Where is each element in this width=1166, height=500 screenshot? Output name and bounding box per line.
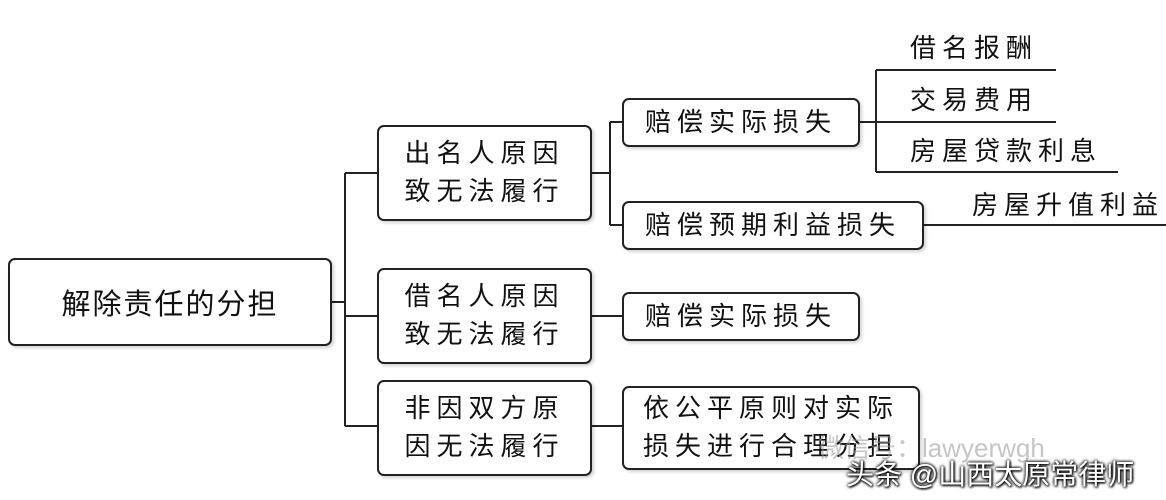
branch-node-borrower: 借名人原因 致无法履行 — [377, 268, 592, 364]
branch-node-promisor: 出名人原因 致无法履行 — [377, 125, 592, 221]
branch-label-line: 致无法履行 — [404, 177, 565, 207]
compensation-node-fair-sharing: 依公平原则对实际 损失进行合理分担 — [622, 386, 920, 470]
compensation-label-line: 损失进行合理分担 — [642, 432, 899, 462]
leaf-item-appreciation-benefit: 房屋升值利益 — [972, 191, 1165, 221]
compensation-node-actual-loss: 赔偿实际损失 — [622, 292, 860, 341]
compensation-node-expected-loss: 赔偿预期利益损失 — [622, 201, 924, 250]
branch-label-line: 致无法履行 — [404, 320, 565, 350]
branch-label-line: 借名人原因 — [404, 282, 565, 312]
leaf-item-transaction-cost: 交易费用 — [910, 86, 1039, 116]
compensation-label-line: 依公平原则对实际 — [642, 394, 899, 424]
compensation-label: 赔偿实际损失 — [644, 107, 837, 138]
wechat-watermark: 微信号：lawyerwgh — [818, 433, 1045, 463]
author-credit: 头条 @山西太原常律师 — [846, 459, 1135, 490]
compensation-label: 赔偿预期利益损失 — [644, 210, 901, 241]
branch-node-neither-party: 非因双方原 因无法履行 — [377, 380, 592, 476]
root-label: 解除责任的分担 — [61, 289, 279, 321]
branch-label-line: 因无法履行 — [404, 432, 565, 462]
branch-label-line: 非因双方原 — [404, 394, 565, 424]
branch-label-line: 出名人原因 — [404, 139, 565, 169]
compensation-node-actual-loss: 赔偿实际损失 — [622, 98, 860, 147]
leaf-item-loan-interest: 房屋贷款利息 — [910, 137, 1103, 167]
compensation-label: 赔偿实际损失 — [644, 301, 837, 332]
leaf-item-borrowing-fee: 借名报酬 — [910, 34, 1039, 64]
root-node: 解除责任的分担 — [8, 258, 332, 346]
